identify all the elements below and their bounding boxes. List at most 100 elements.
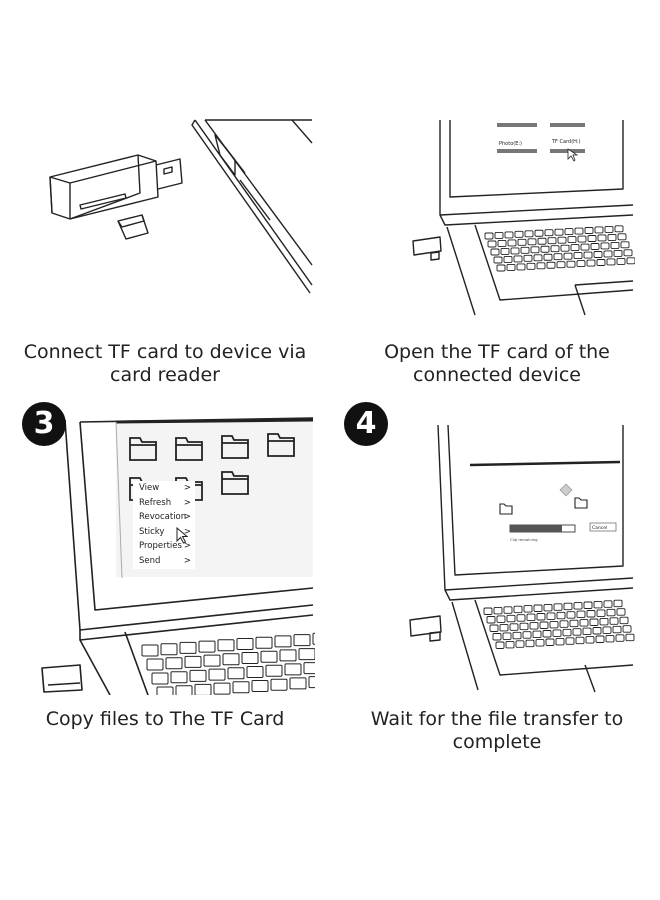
- keyboard-key: [622, 625, 632, 633]
- keyboard-key: [495, 641, 505, 649]
- keyboard-key: [241, 652, 259, 664]
- context-menu-item[interactable]: Revocation>: [133, 510, 195, 525]
- keyboard-key: [184, 655, 202, 668]
- transfer-dialog: Cancel Clip remaining: [469, 460, 621, 562]
- keyboard-key: [550, 245, 560, 253]
- keyboard-key: [605, 634, 615, 643]
- explorer-window: Photo(E:) TF Card(H:): [497, 123, 585, 162]
- keyboard-key: [217, 639, 235, 652]
- keyboard-key: [547, 237, 557, 245]
- keyboard-key: [577, 235, 587, 243]
- keyboard-key: [522, 631, 532, 639]
- keyboard-key: [567, 236, 577, 244]
- keyboard-key: [486, 616, 496, 624]
- keyboard-key: [312, 632, 315, 645]
- keyboard-key: [595, 635, 605, 643]
- step-1-illustration: [30, 115, 315, 320]
- context-menu-item[interactable]: Properties>: [133, 539, 195, 554]
- step-3-caption-line1: Copy files to The TF Card: [45, 708, 285, 730]
- keyboard-key: [227, 667, 245, 680]
- keyboard-key: [500, 247, 510, 255]
- folder-icon[interactable]: [221, 435, 249, 459]
- keyboard-key: [514, 230, 524, 238]
- step-2-illustration: Photo(E:) TF Card(H:): [405, 115, 635, 320]
- keyboard-key: [489, 624, 499, 632]
- keyboard-key: [523, 254, 533, 262]
- keyboard-key: [156, 686, 174, 695]
- keyboard-key: [506, 614, 516, 623]
- keyboard-key: [519, 622, 529, 631]
- keyboard-key: [535, 639, 545, 647]
- menu-item-label: Sticky: [139, 526, 165, 537]
- keyboard-key: [493, 256, 503, 264]
- cancel-button[interactable]: Cancel: [589, 522, 617, 532]
- folder-icon[interactable]: [267, 433, 295, 457]
- keyboard-key: [236, 638, 254, 650]
- keyboard-key: [576, 260, 586, 268]
- keyboard-key: [583, 601, 593, 609]
- keyboard: [484, 225, 635, 272]
- keyboard-key: [270, 678, 288, 691]
- keyboard-key: [526, 613, 536, 622]
- menu-item-label: Revocation: [139, 512, 187, 523]
- keyboard-key: [536, 262, 546, 270]
- keyboard-key: [582, 627, 592, 636]
- folder-icon[interactable]: [221, 471, 249, 495]
- keyboard-key: [573, 602, 583, 610]
- keyboard-key: [555, 637, 565, 646]
- context-menu-item[interactable]: Sticky>: [133, 525, 195, 540]
- context-menu-item[interactable]: Send >: [133, 554, 195, 569]
- folder-icon[interactable]: [129, 437, 157, 461]
- keyboard-key: [614, 225, 624, 233]
- menu-item-label: Properties: [139, 541, 182, 552]
- keyboard-key: [586, 610, 596, 618]
- keyboard-key: [308, 676, 315, 689]
- keyboard-key: [533, 604, 543, 612]
- keyboard-key: [255, 636, 273, 649]
- keyboard-key: [251, 680, 269, 692]
- keyboard-key: [151, 672, 169, 685]
- keyboard-key: [260, 650, 278, 663]
- keyboard-key: [563, 252, 573, 260]
- step-4-caption-line1: Wait for the file transfer to: [370, 708, 624, 730]
- step-4-badge: 4: [344, 402, 388, 446]
- progress-bar-fill: [510, 525, 562, 532]
- keyboard-key: [603, 600, 613, 608]
- keyboard-key: [556, 611, 566, 620]
- keyboard-key: [576, 610, 586, 619]
- keyboard-key: [512, 631, 522, 640]
- keyboard-key: [542, 630, 552, 638]
- keyboard-key: [189, 669, 207, 682]
- keyboard-key: [497, 239, 507, 247]
- context-menu-item[interactable]: Refresh>: [133, 496, 195, 511]
- keyboard-key: [553, 603, 563, 611]
- keyboard-key: [606, 258, 616, 266]
- keyboard-key: [516, 614, 526, 622]
- keyboard-key: [539, 621, 549, 629]
- context-menu-item[interactable]: View>: [133, 481, 195, 496]
- keyboard-key: [617, 233, 627, 241]
- keyboard-key: [506, 263, 516, 271]
- keyboard-key: [565, 637, 575, 645]
- keyboard-key: [554, 228, 564, 236]
- keyboard-key: [549, 620, 559, 629]
- keyboard-key: [534, 229, 544, 237]
- keyboard-key: [623, 249, 633, 257]
- keyboard-key: [494, 231, 504, 239]
- chevron-right-icon: >: [183, 555, 191, 566]
- keyboard-key: [520, 246, 530, 254]
- keyboard-key: [563, 602, 573, 611]
- keyboard-key: [560, 244, 570, 252]
- keyboard-key: [615, 634, 625, 642]
- keyboard-key: [524, 230, 534, 238]
- menu-item-label: Send: [139, 555, 161, 566]
- keyboard-key: [517, 238, 527, 246]
- keyboard-key: [590, 243, 600, 250]
- keyboard-key: [612, 625, 622, 634]
- keyboard-key: [626, 257, 635, 265]
- keyboard-key: [613, 599, 623, 608]
- keyboard-key: [533, 254, 543, 262]
- keyboard-key: [513, 605, 523, 614]
- keyboard-key: [587, 235, 597, 242]
- folder-icon[interactable]: [175, 437, 203, 461]
